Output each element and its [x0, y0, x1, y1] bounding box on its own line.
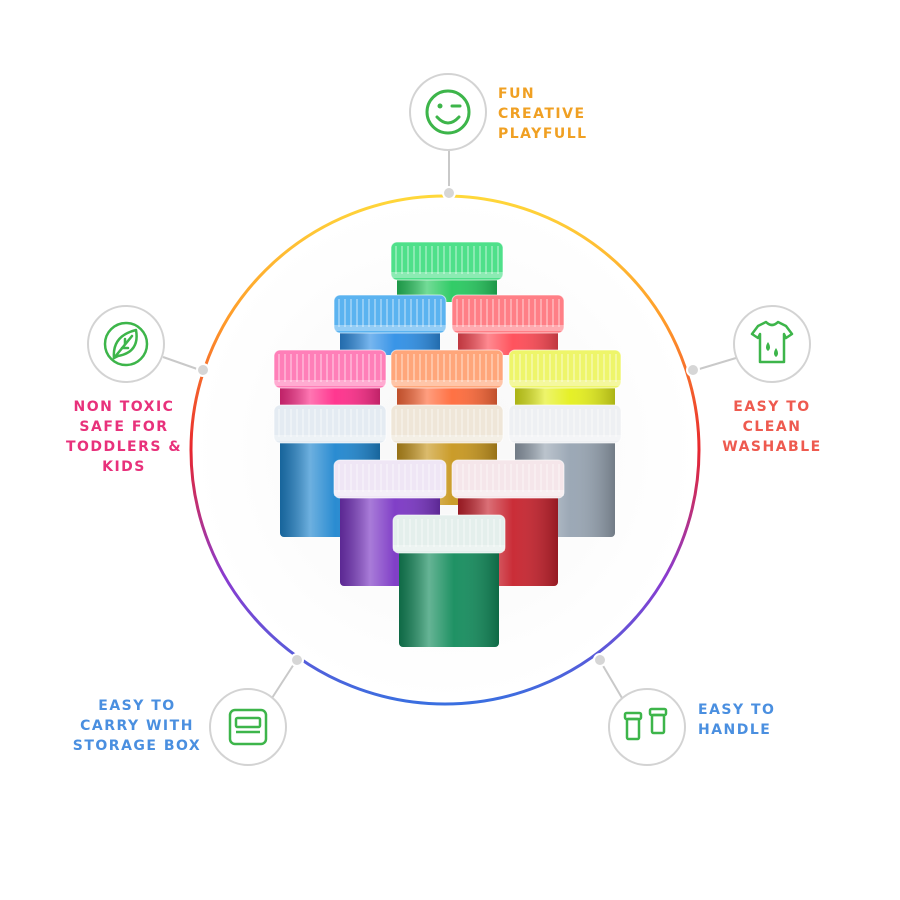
- feature-line: HANDLE: [698, 722, 772, 738]
- feature-line: NON TOXIC: [73, 399, 175, 415]
- badge-carry: [209, 688, 287, 766]
- metallic-green-jar: [392, 514, 506, 647]
- feature-line: CLEAN: [742, 419, 802, 435]
- feature-label-fun: FUN CREATIVE PLAYFULL: [498, 84, 588, 144]
- hot-pink-jar: [273, 349, 387, 410]
- feature-line: WASHABLE: [722, 439, 822, 455]
- paint-jar-pyramid: [273, 241, 622, 647]
- feature-line: EASY TO: [98, 698, 176, 714]
- storage-box-icon: [228, 708, 268, 746]
- feature-label-handle: EASY TO HANDLE: [698, 700, 775, 740]
- badge-clean: [733, 305, 811, 383]
- mint-green-jar: [390, 241, 504, 302]
- leaf-icon: [103, 321, 149, 367]
- feature-line: FUN: [498, 86, 536, 102]
- connector-nontoxic: [162, 356, 210, 377]
- feature-line: CREATIVE: [498, 106, 586, 122]
- badge-handle: [608, 688, 686, 766]
- connector-fun: [442, 150, 456, 200]
- feature-line: STORAGE BOX: [72, 738, 202, 754]
- smiley-wink-icon: [425, 89, 471, 135]
- light-blue-jar: [333, 294, 447, 355]
- feature-label-nontoxic: NON TOXIC SAFE FOR TODDLERS & KIDS: [56, 397, 192, 477]
- feature-line: EASY TO: [733, 399, 811, 415]
- badge-fun: [409, 73, 487, 151]
- feature-line: TODDLERS &: [65, 439, 183, 455]
- feature-line: CARRY WITH: [80, 718, 194, 734]
- feature-label-clean: EASY TO CLEAN WASHABLE: [712, 397, 832, 457]
- feature-label-carry: EASY TO CARRY WITH STORAGE BOX: [62, 696, 212, 756]
- feature-line: EASY TO: [698, 702, 776, 718]
- connector-handle: [593, 653, 623, 699]
- paint-jars-icon: [623, 707, 668, 741]
- badge-nontoxic: [87, 305, 165, 383]
- coral-jar: [451, 294, 565, 355]
- feature-line: SAFE FOR: [79, 419, 169, 435]
- neon-yellow-jar: [508, 349, 622, 410]
- neon-orange-jar: [390, 349, 504, 410]
- connector-clean: [686, 357, 737, 377]
- feature-line: PLAYFULL: [498, 126, 588, 142]
- connector-carry: [271, 653, 304, 699]
- tshirt-droplet-icon: [750, 320, 794, 364]
- feature-line: KIDS: [102, 459, 146, 475]
